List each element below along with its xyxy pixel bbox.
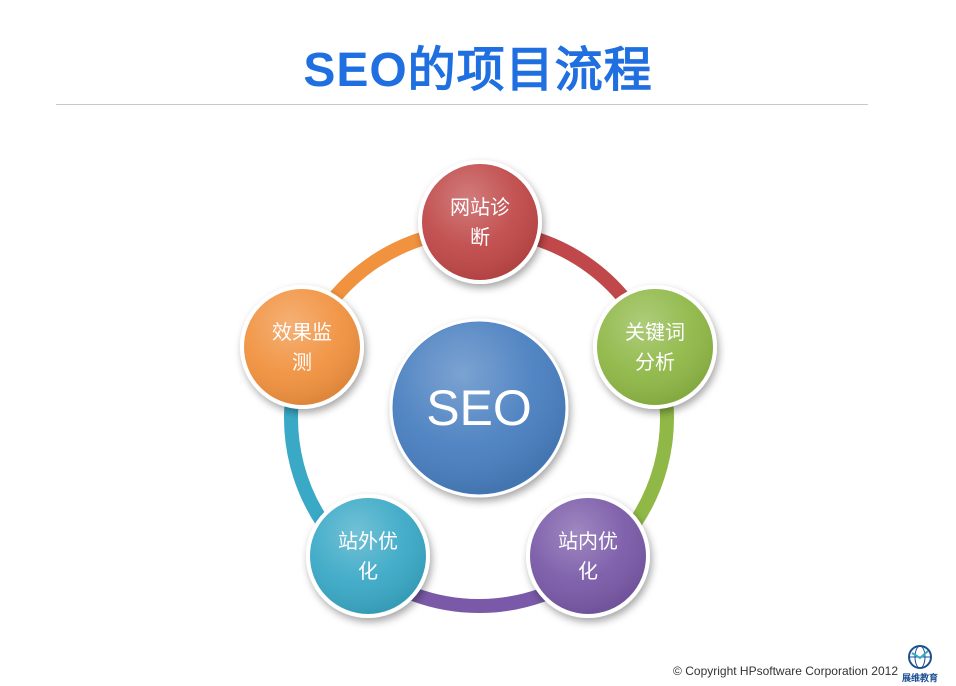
step-label-line: 站内优 [558,529,618,553]
globe-icon [908,645,932,669]
step-label-line: 站外优 [338,529,398,553]
step-label-line: 断 [470,225,490,249]
step-label-line: 效果监 [272,320,332,344]
step-label-line: 网站诊 [450,195,510,219]
logo-text: 展维教育 [902,674,939,684]
center-circle-gloss [393,322,565,494]
copyright-text: © Copyright HPsoftware Corporation 2012 [673,664,898,678]
step-label-line: 关键词 [625,320,685,344]
company-logo: 展维教育 [902,644,939,684]
center-label: SEO [426,380,532,436]
step-label-line: 分析 [635,350,675,374]
step-circle-gloss [310,498,426,614]
title-divider [56,104,868,105]
step-label-line: 测 [292,350,312,374]
step-circle-gloss [530,498,646,614]
step-circle-gloss [597,289,713,405]
step-label-line: 化 [578,559,598,583]
step-circle-gloss [422,164,538,280]
step-circle-gloss [244,289,360,405]
slide-title: SEO的项目流程 [303,44,653,97]
step-label-line: 化 [358,559,378,583]
